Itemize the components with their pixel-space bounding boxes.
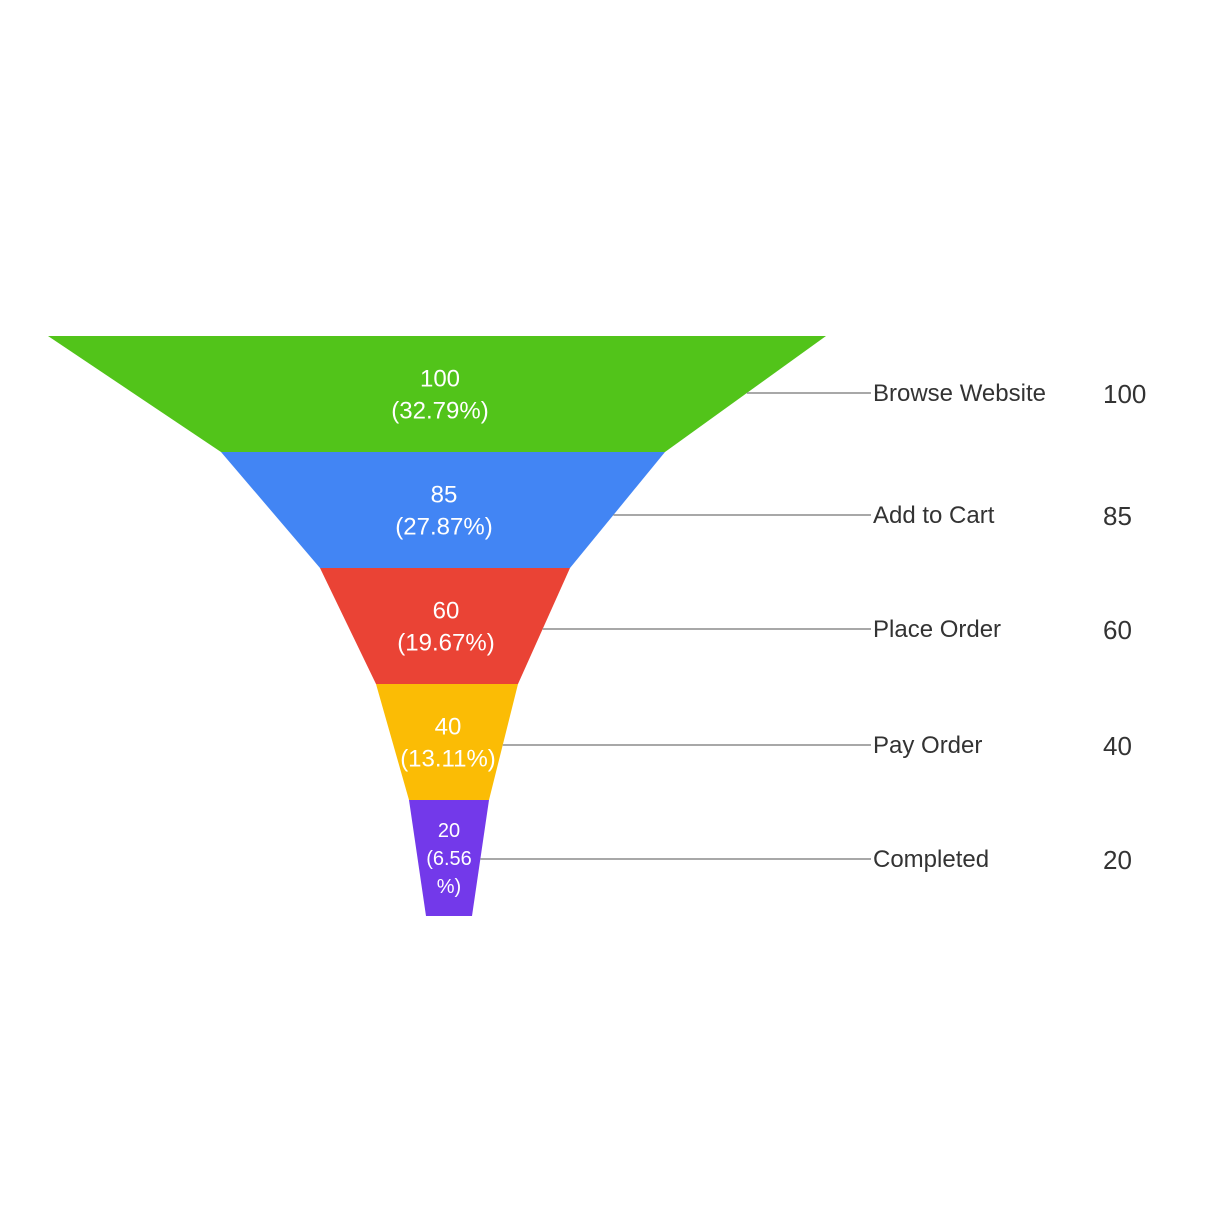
segment-label-pay-order: 40(13.11%) [400,713,496,772]
funnel-segment-completed [409,800,489,916]
stage-name-completed: Completed [873,846,989,873]
funnel-segment-add-to-cart [221,452,665,568]
segment-label-place-order: 60(19.67%) [397,597,494,656]
segment-label-add-to-cart: 85(27.87%) [395,481,492,540]
funnel-segment-browse-website [48,336,826,452]
stage-value-pay-order: 40 [1103,731,1132,761]
segment-label-completed: 20(6.56%) [426,820,472,898]
stage-name-browse-website: Browse Website [873,380,1046,407]
stage-value-add-to-cart: 85 [1103,501,1132,531]
stage-value-browse-website: 100 [1103,379,1146,409]
stage-name-pay-order: Pay Order [873,732,982,759]
funnel-segment-place-order [320,568,570,684]
segment-label-browse-website: 100(32.79%) [391,365,488,424]
stage-value-completed: 20 [1103,845,1132,875]
funnel-segment-pay-order [376,684,518,800]
stage-value-place-order: 60 [1103,615,1132,645]
stage-name-add-to-cart: Add to Cart [873,502,995,529]
stage-name-place-order: Place Order [873,616,1001,643]
